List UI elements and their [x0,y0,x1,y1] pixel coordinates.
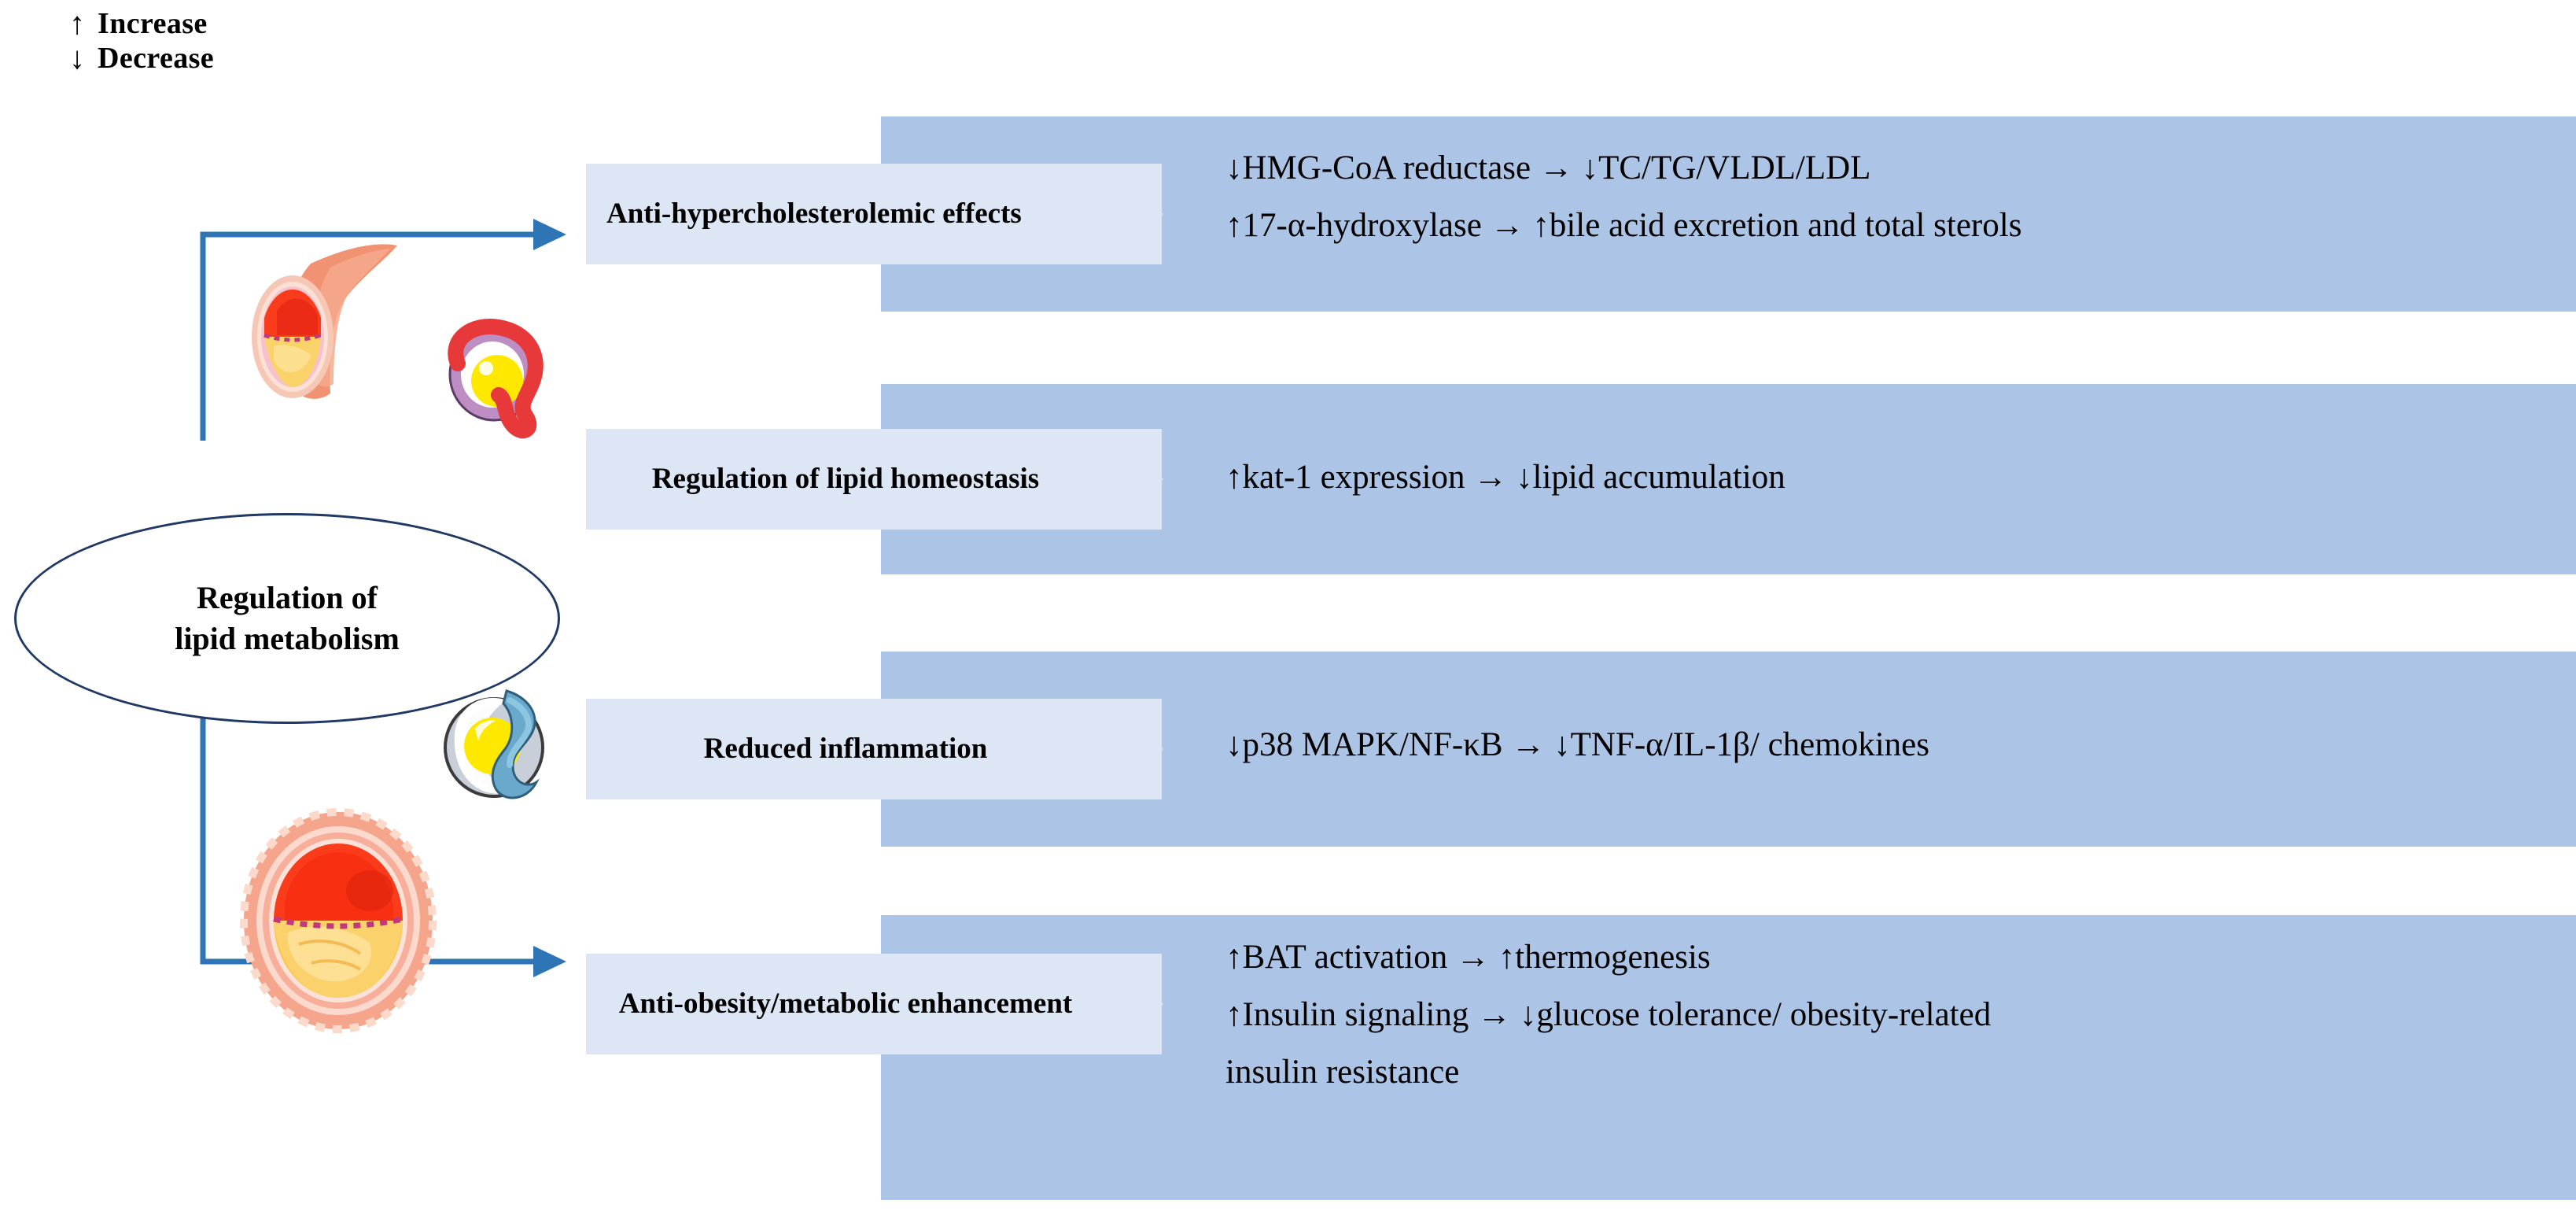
legend-label-decrease: Decrease [98,42,215,75]
chevron-tip-icon [1105,164,1163,264]
row-label-anti-obesity-metabolic[interactable]: Anti-obesity/metabolic enhancement [586,954,1163,1054]
row-body-1: ↓HMG-CoA reductase → ↓TC/TG/VLDL/LDL ↑17… [1225,151,2563,242]
row-label-text: Regulation of lipid homeostasis [651,463,1040,496]
legend-item-increase: ↑ Increase [69,6,214,41]
artery-plaque-cross-section-icon [236,803,448,1033]
legend-label-increase: Increase [98,7,208,40]
band-row-4 [881,915,2576,1200]
blood-vessel-lipid-icon [431,313,557,439]
chevron-tip-icon [1105,954,1163,1054]
adipocyte-lipid-droplet-icon [431,685,557,810]
row-label-reduced-inflammation[interactable]: Reduced inflammation [586,699,1163,799]
connector-upper [197,212,566,449]
row-body-line: ↓p38 MAPK/NF-κB → ↓TNF-α/IL-1β/ chemokin… [1225,726,1929,763]
row-label-text: Anti-obesity/metabolic enhancement [618,988,1073,1021]
center-node-label: Regulation of lipid metabolism [175,578,400,659]
row-body-3: ↓p38 MAPK/NF-κB → ↓TNF-α/IL-1β/ chemokin… [1225,728,2563,762]
row-body-line: ↑BAT activation → ↑thermogenesis [1225,939,1711,976]
row-body-4: ↑BAT activation → ↑thermogenesis ↑Insuli… [1225,940,2563,1089]
legend-item-decrease: ↓ Decrease [69,41,214,76]
up-arrow-icon: ↑ [69,6,85,41]
chevron-tip-icon [1105,699,1163,799]
band-row-2 [881,384,2576,574]
center-node-line-1: Regulation of [197,580,378,615]
row-body-line: ↑Insulin signaling → ↓glucose tolerance/… [1225,996,1992,1033]
row-label-text: Anti-hypercholesterolemic effects [606,198,1022,231]
center-node-line-2: lipid metabolism [175,621,400,656]
band-row-3 [881,652,2576,847]
row-body-2: ↑kat-1 expression → ↓lipid accumulation [1225,460,2563,494]
row-label-regulation-lipid-homeostasis[interactable]: Regulation of lipid homeostasis [586,429,1163,530]
band-row-1 [881,116,2576,312]
legend: ↑ Increase ↓ Decrease [69,6,214,76]
row-body-line: insulin resistance [1225,1054,1460,1091]
chevron-tip-icon [1105,429,1163,530]
row-body-line: ↓HMG-CoA reductase → ↓TC/TG/VLDL/LDL [1225,150,1871,186]
row-label-anti-hypercholesterolemic[interactable]: Anti-hypercholesterolemic effects [586,164,1163,264]
artery-plaque-longitudinal-icon [236,236,440,417]
down-arrow-icon: ↓ [69,40,85,76]
center-node: Regulation of lipid metabolism [14,513,560,724]
row-label-text: Reduced inflammation [703,733,988,766]
row-body-line: ↑17-α-hydroxylase → ↑bile acid excretion… [1225,207,2022,244]
row-body-line: ↑kat-1 expression → ↓lipid accumulation [1225,459,1786,496]
